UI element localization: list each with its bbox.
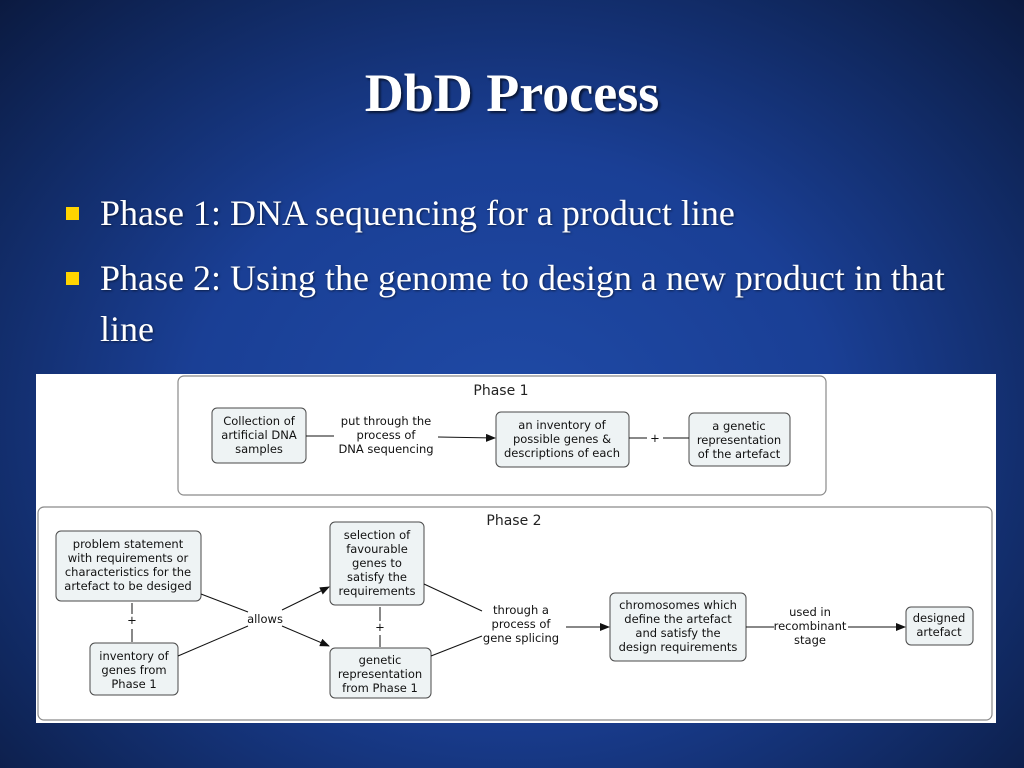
link-label: process of	[357, 428, 417, 442]
link-label: gene splicing	[483, 631, 559, 645]
node-text: representation	[697, 433, 781, 447]
plus-label: +	[127, 613, 137, 627]
bullet-marker-icon	[66, 207, 79, 220]
connector-line	[177, 625, 249, 657]
node-text: artefact	[916, 625, 962, 639]
connector-line	[423, 583, 483, 612]
node-text: genetic	[359, 653, 402, 667]
node-text: design requirements	[619, 640, 738, 654]
plus-label: +	[375, 620, 385, 634]
node-text: Phase 1	[111, 677, 156, 691]
node-text: chromosomes which	[619, 598, 737, 612]
node-genetic-representation-phase1: genetic representation from Phase 1	[329, 647, 432, 699]
arrow-line	[281, 625, 330, 647]
bullet-item: Phase 1: DNA sequencing for a product li…	[62, 188, 962, 239]
plus-label: +	[650, 431, 660, 445]
slide-title: DbD Process	[364, 63, 660, 123]
node-text: Collection of	[223, 414, 296, 428]
allows-label: allows	[247, 612, 283, 626]
connector-line	[200, 593, 249, 613]
node-text: samples	[235, 442, 283, 456]
node-text: artificial DNA	[221, 428, 297, 442]
link-label: stage	[794, 633, 826, 647]
node-text: possible genes &	[513, 432, 611, 446]
bullet-text: Phase 1: DNA sequencing for a product li…	[100, 193, 735, 233]
bullet-item: Phase 2: Using the genome to design a ne…	[62, 253, 962, 355]
phase2-title: Phase 2	[486, 513, 541, 529]
arrow-line	[437, 433, 496, 442]
link-label: process of	[492, 617, 552, 631]
bullet-list: Phase 1: DNA sequencing for a product li…	[62, 188, 962, 369]
node-text: an inventory of	[518, 418, 606, 432]
link-label: put through the	[341, 414, 431, 428]
arrow-line	[281, 586, 330, 611]
node-text: descriptions of each	[504, 446, 620, 460]
phase1-title: Phase 1	[473, 383, 528, 399]
link-label: recombinant	[774, 619, 847, 633]
node-selection-genes: selection of favourable genes to satisfy…	[329, 521, 425, 606]
node-text: of the artefact	[698, 447, 781, 461]
bullet-text: Phase 2: Using the genome to design a ne…	[100, 258, 945, 349]
node-problem-statement: problem statement with requirements or c…	[55, 530, 202, 602]
node-inventory-phase1: inventory of genes from Phase 1	[89, 642, 179, 696]
node-text: artefact to be desiged	[64, 579, 191, 593]
connector-line	[430, 635, 483, 657]
node-text: and satisfy the	[635, 626, 720, 640]
node-text: problem statement	[73, 537, 184, 551]
diagram-canvas: Phase 1 Collection of artificial DNA sam…	[37, 375, 993, 721]
node-text: genes from	[101, 663, 166, 677]
node-genetic-representation: a genetic representation of the artefact	[688, 412, 791, 467]
node-text: satisfy the	[347, 570, 407, 584]
link-label: used in	[789, 605, 831, 619]
node-text: selection of	[344, 528, 411, 542]
link-label: through a	[493, 603, 549, 617]
node-collection: Collection of artificial DNA samples	[211, 407, 307, 464]
node-text: representation	[338, 667, 422, 681]
node-text: favourable	[346, 542, 408, 556]
node-text: inventory of	[99, 649, 169, 663]
node-chromosomes: chromosomes which define the artefact an…	[609, 592, 747, 662]
node-text: from Phase 1	[342, 681, 418, 695]
node-text: define the artefact	[624, 612, 732, 626]
node-inventory-possible-genes: an inventory of possible genes & descrip…	[495, 411, 630, 468]
node-text: with requirements or	[68, 551, 189, 565]
phase2-container	[37, 506, 993, 721]
node-designed-artefact: designed artefact	[905, 606, 974, 646]
node-text: requirements	[339, 584, 416, 598]
bullet-marker-icon	[66, 272, 79, 285]
node-text: designed	[913, 611, 966, 625]
process-diagram: Phase 1 Collection of artificial DNA sam…	[36, 374, 996, 723]
node-text: characteristics for the	[65, 565, 191, 579]
link-label: DNA sequencing	[338, 442, 433, 456]
node-text: a genetic	[712, 419, 765, 433]
node-text: genes to	[352, 556, 402, 570]
